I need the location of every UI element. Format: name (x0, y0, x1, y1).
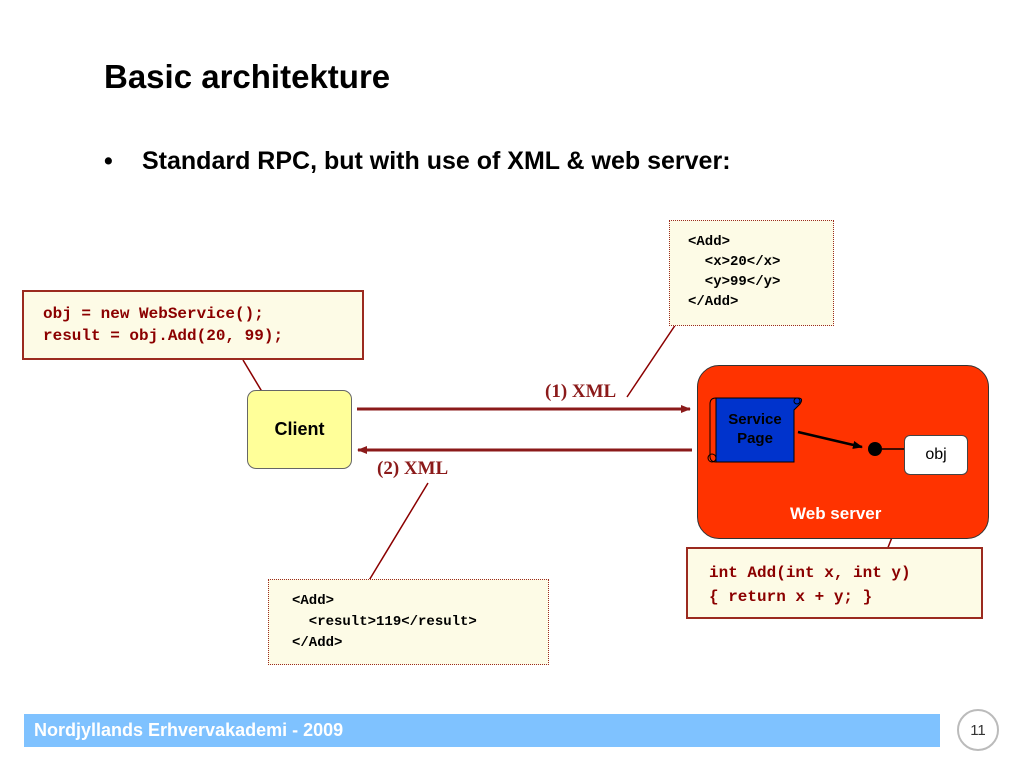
request-arrow-label: (1) XML (545, 381, 617, 402)
footer-bar (24, 714, 940, 747)
obj-node: obj (904, 435, 968, 475)
client-label: Client (274, 419, 325, 439)
web-server-label: Web server (790, 504, 882, 523)
service-page-scroll-icon (707, 397, 803, 463)
client-node: Client (247, 390, 352, 469)
object-reference-dot (868, 442, 882, 456)
slide-title: Basic architekture (104, 58, 391, 95)
service-page-label: Service Page (728, 411, 782, 447)
callout-request-xml (626, 314, 683, 398)
response-arrow-label: (2) XML (377, 458, 449, 479)
server-code-box: int Add(int x, int y) { return x + y; } (686, 547, 983, 619)
obj-label: obj (925, 446, 947, 463)
bullet-dot: • (104, 147, 113, 175)
page-number-label: 11 (970, 721, 986, 739)
bullet-text: Standard RPC, but with use of XML & web … (142, 147, 731, 175)
page-number: 11 (957, 709, 999, 751)
bullet-item: • Standard RPC, but with use of XML & web… (104, 147, 731, 176)
callout-response-xml (361, 482, 429, 593)
service-to-obj-arrow (797, 430, 863, 449)
response-xml-box: <Add> <result>119</result> </Add> (268, 579, 549, 665)
request-xml-box: <Add> <x>20</x> <y>99</y> </Add> (669, 220, 834, 326)
client-code-box: obj = new WebService(); result = obj.Add… (22, 290, 364, 360)
footer-org: Nordjyllands Erhvervakademi - 2009 (34, 720, 344, 740)
